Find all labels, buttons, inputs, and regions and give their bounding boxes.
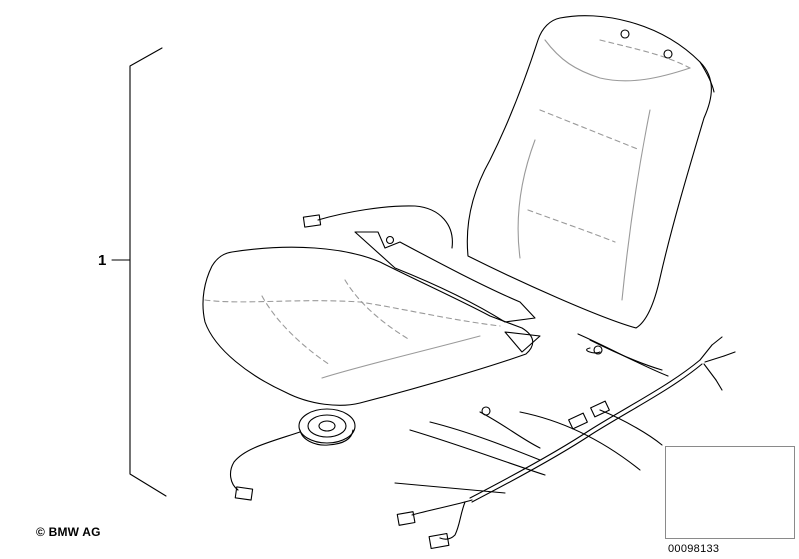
vehicle-thumbnail-frame: [665, 446, 795, 539]
reference-number: 00098133: [668, 543, 720, 555]
wiring-harness-drawing: [394, 333, 736, 550]
speaker-drawing: [229, 408, 356, 501]
copyright-label: © BMW AG: [36, 525, 101, 539]
callout-bracket: [129, 47, 167, 497]
callout-number: 1: [98, 252, 107, 269]
seat-backrest-drawing: [466, 15, 715, 329]
seat-cushion-drawing: [202, 205, 541, 406]
